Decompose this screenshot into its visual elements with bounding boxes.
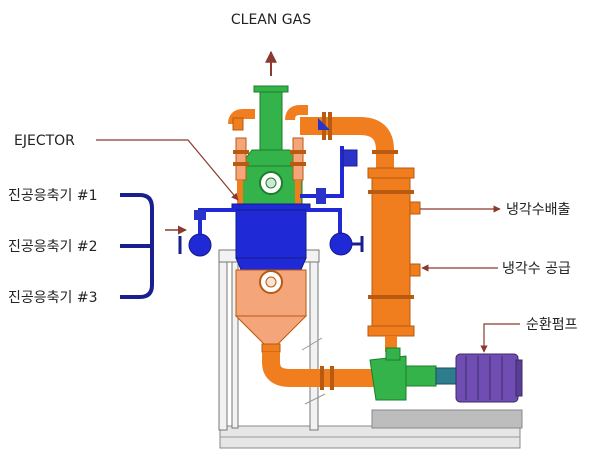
- right-side-tank-group: [306, 208, 364, 256]
- blue-side-line: [300, 146, 358, 204]
- circulation-pump-assembly: [369, 347, 523, 403]
- valve-top: [318, 118, 330, 130]
- lower-vessel: [234, 269, 308, 353]
- heat-exchanger: [367, 167, 421, 352]
- left-side-tank: [188, 233, 212, 257]
- middle-vessel: [231, 203, 311, 273]
- pump-leader: [480, 323, 520, 353]
- pump-motor: [455, 353, 519, 403]
- cooling-water-in-label: 냉각수 공급: [502, 261, 571, 277]
- pump-suction-pipe: [262, 337, 376, 405]
- clean-gas-label: CLEAN GAS: [231, 12, 311, 28]
- condenser-2-label: 진공응축기 #2: [8, 239, 98, 255]
- clean-gas-outlet-pipe: [253, 85, 289, 151]
- ejector-leader: [96, 139, 239, 201]
- circulation-pump-label: 순환펌프: [526, 317, 578, 333]
- condenser-inlet-manifold: [120, 193, 236, 299]
- ejector-label: EJECTOR: [14, 133, 75, 149]
- ejector-right: [285, 105, 308, 204]
- condenser-1-label: 진공응축기 #1: [8, 188, 98, 204]
- condenser-3-label: 진공응축기 #3: [8, 290, 98, 306]
- cooling-water-out-label: 냉각수배출: [506, 202, 571, 218]
- right-side-tank: [329, 232, 353, 256]
- ejector-left: [228, 109, 255, 204]
